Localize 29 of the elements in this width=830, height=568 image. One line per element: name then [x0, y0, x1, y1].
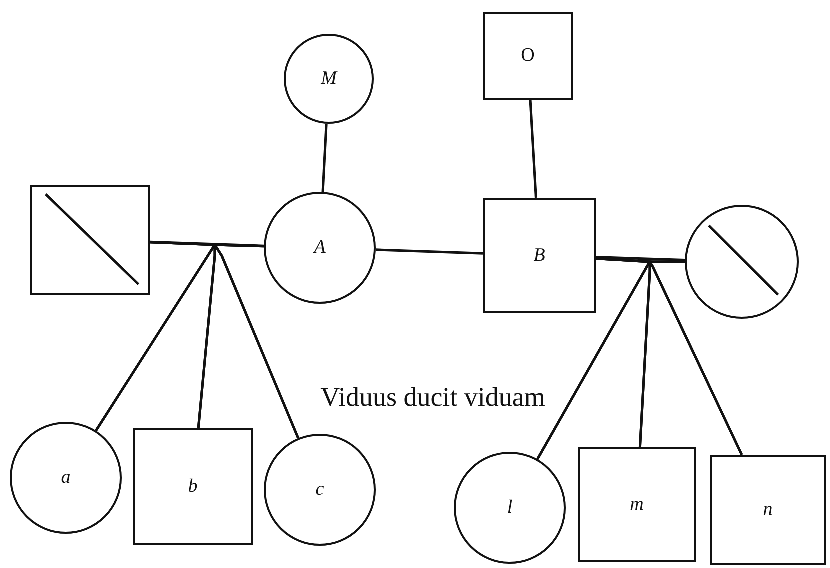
female-circle — [264, 192, 376, 304]
female-circle — [284, 34, 374, 124]
person-letter: c — [316, 479, 324, 501]
kinship-line — [648, 260, 744, 456]
person-letter: M — [321, 68, 337, 90]
person-letter: n — [763, 499, 773, 521]
person-letter: b — [188, 476, 198, 498]
male-square — [710, 455, 826, 565]
kinship-line — [322, 124, 328, 192]
caption-note: Viduus ducit viduam — [320, 381, 546, 414]
person-letter: a — [61, 467, 71, 489]
female-circle — [10, 422, 122, 534]
female-circle — [454, 452, 566, 564]
kinship-line — [376, 248, 484, 255]
male-square — [483, 198, 596, 313]
person-letter: m — [630, 494, 644, 516]
kinship-line — [596, 256, 686, 262]
male-square — [483, 12, 573, 100]
male-square — [133, 428, 253, 545]
person-letter: A — [314, 237, 326, 259]
female-circle — [264, 434, 376, 546]
male-square — [578, 447, 696, 562]
crossed-circle — [685, 205, 799, 319]
kinship-line — [529, 100, 538, 198]
person-letter: O — [521, 45, 535, 67]
person-letter: B — [534, 244, 546, 266]
person-letter: l — [507, 497, 513, 519]
crossed-square — [30, 185, 150, 295]
kinship-line — [150, 240, 264, 248]
